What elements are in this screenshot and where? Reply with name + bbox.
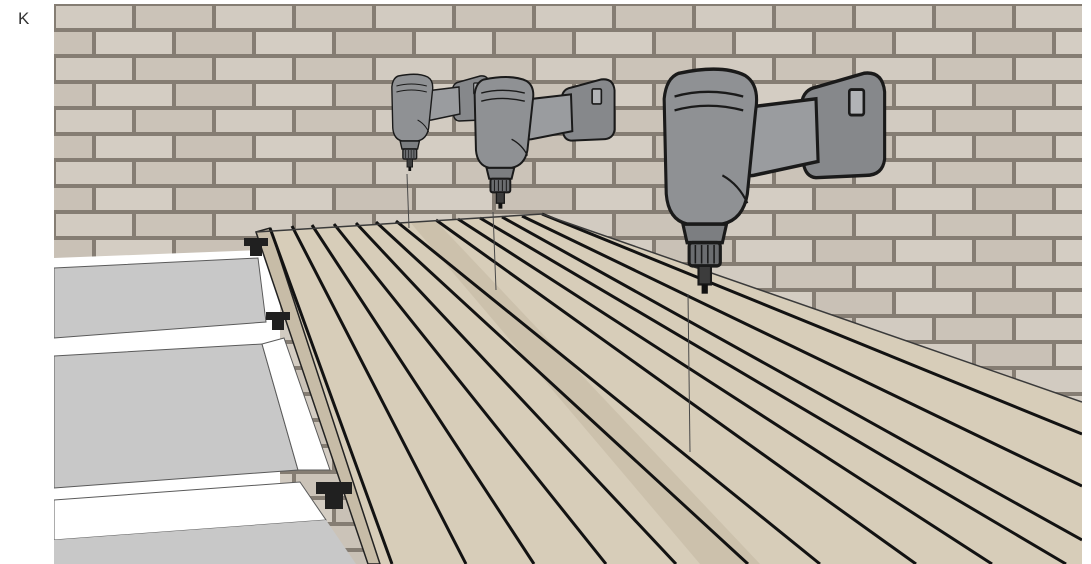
decking-illustration [0,0,1091,564]
